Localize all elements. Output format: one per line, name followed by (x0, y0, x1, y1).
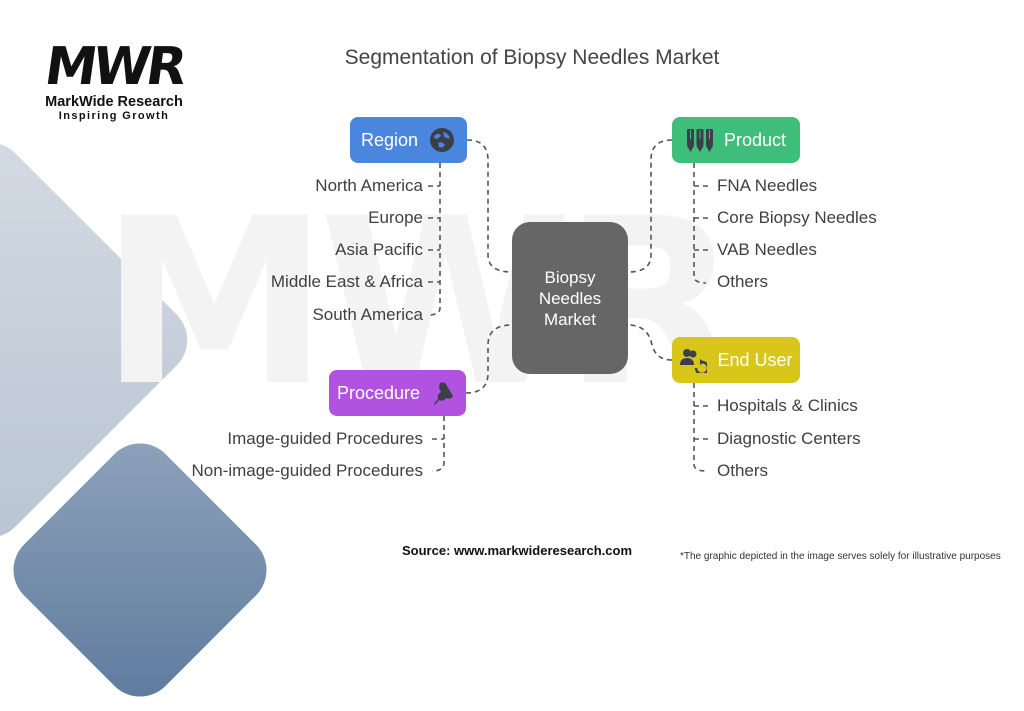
diagram-title: Segmentation of Biopsy Needles Market (344, 46, 720, 69)
connector-procedure-center (465, 324, 513, 394)
segment-end-user: End User (672, 337, 800, 383)
needles-icon (686, 126, 714, 154)
segment-procedure: Procedure (329, 370, 466, 416)
procedure-item: Image-guided Procedures (227, 429, 423, 448)
center-node: Biopsy Needles Market (512, 222, 628, 374)
segment-product: Product (672, 117, 800, 163)
region-item: South America (312, 305, 423, 324)
connector-region-items (427, 163, 441, 316)
procedure-item: Non-image-guided Procedures (191, 461, 423, 480)
product-item: FNA Needles (717, 176, 818, 195)
product-item: Others (717, 272, 769, 291)
logo: MWR MarkWide Research Inspiring Growth (34, 37, 194, 122)
users-refresh-icon (679, 346, 708, 374)
logo-name: MarkWide Research (45, 94, 183, 110)
product-item: VAB Needles (717, 240, 817, 259)
connector-lines (427, 139, 708, 472)
region-item: Middle East & Africa (270, 272, 423, 291)
connector-region-center (466, 139, 513, 273)
segment-procedure-label: Procedure (336, 382, 421, 403)
connector-enduser-center (627, 324, 673, 361)
region-item: North America (315, 176, 423, 195)
segment-region: Region (350, 117, 467, 163)
globe-icon (428, 126, 456, 154)
disclaimer-note: *The graphic depicted in the image serve… (680, 551, 1001, 562)
source-note: Source: www.markwideresearch.com (402, 543, 633, 558)
connector-product-center (627, 139, 673, 273)
product-item: Core Biopsy Needles (717, 208, 877, 227)
segment-product-label: Product (723, 129, 787, 150)
connector-procedure-items (431, 416, 445, 472)
center-label-line: Needles (538, 288, 602, 308)
center-label-line: Biopsy (544, 267, 596, 287)
procedure-hand-icon (430, 379, 458, 407)
segment-region-label: Region (360, 129, 419, 150)
connector-enduser-items (693, 383, 707, 472)
end-user-item: Hospitals & Clinics (717, 396, 858, 415)
end-user-item: Diagnostic Centers (717, 429, 861, 448)
end-user-item: Others (717, 461, 769, 480)
region-item: Asia Pacific (335, 240, 423, 259)
center-label-line: Market (544, 309, 596, 329)
connector-product-items (693, 163, 707, 284)
region-item: Europe (368, 208, 423, 227)
logo-tagline: Inspiring Growth (58, 110, 170, 122)
segment-end-user-label: End User (717, 349, 793, 370)
